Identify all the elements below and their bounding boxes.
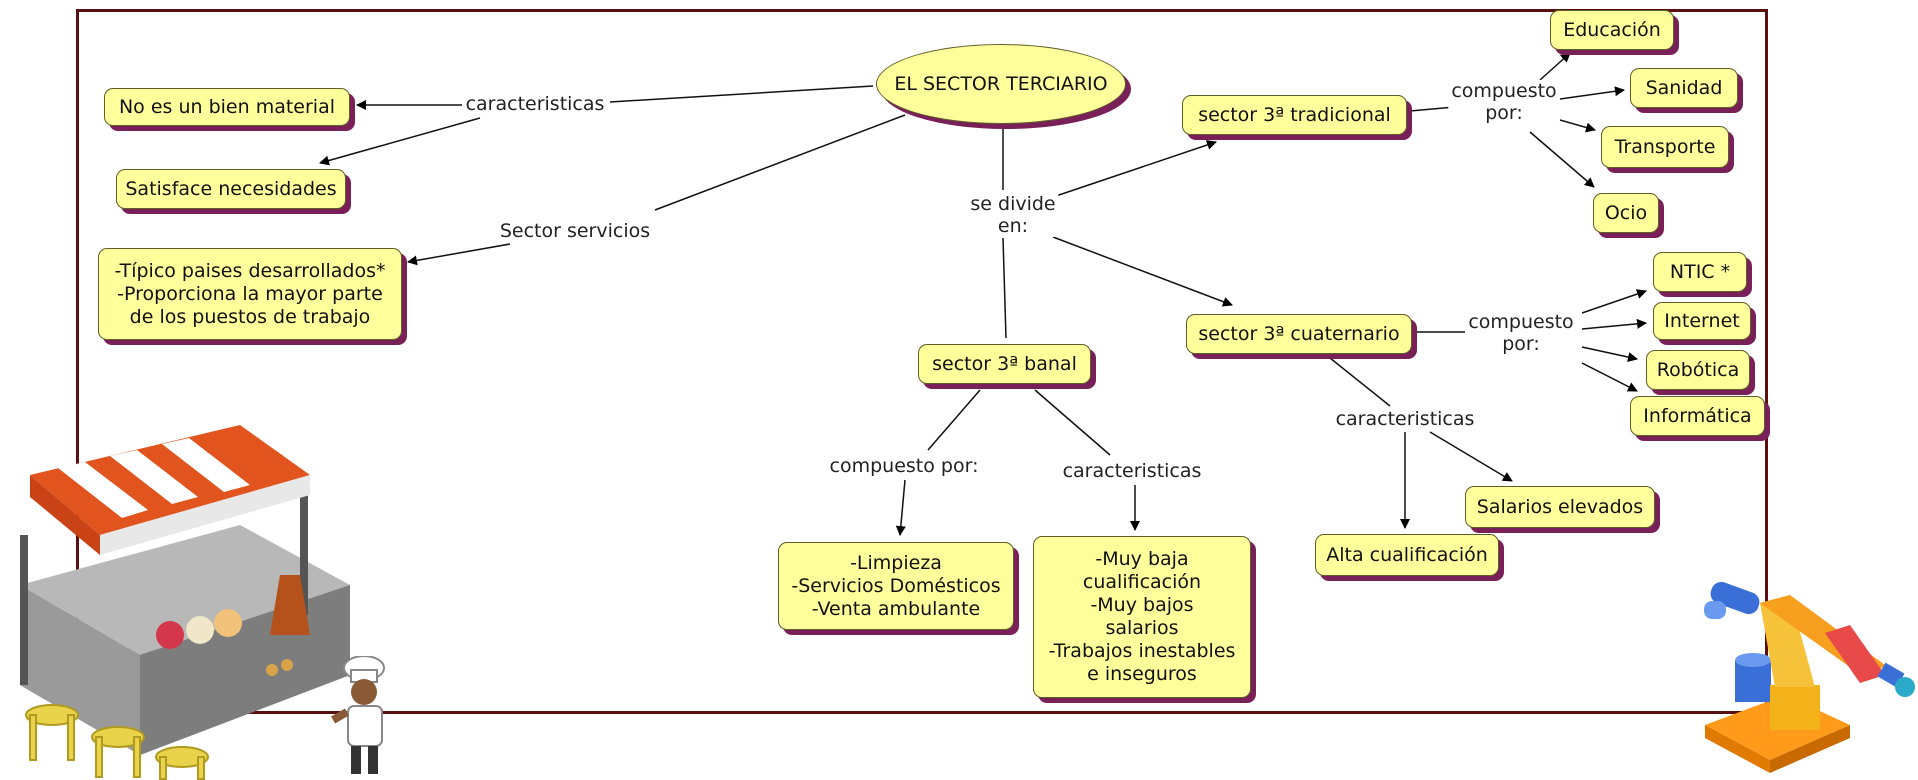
node-ocio: Ocio: [1593, 193, 1659, 233]
edge-divide-cuaternario: [1052, 236, 1233, 307]
link-compuesto-tradicional: compuesto por:: [1448, 80, 1560, 124]
edge-trad-educacion: [1539, 52, 1571, 81]
node-informatica: Informática: [1630, 396, 1765, 436]
node-satisface: Satisface necesidades: [116, 169, 346, 209]
link-se-divide: se divide en:: [967, 193, 1059, 237]
edge-divide-tradicional: [1052, 140, 1217, 198]
root-node: EL SECTOR TERCIARIO: [876, 44, 1126, 124]
link-sector-servicios: Sector servicios: [496, 220, 654, 242]
link-caracteristicas-banal: caracteristicas: [1059, 460, 1205, 482]
node-tipico: -Típico paises desarrollados* -Proporcio…: [98, 248, 402, 340]
node-cuaternario: sector 3ª cuaternario: [1186, 314, 1412, 354]
node-tradicional: sector 3ª tradicional: [1182, 95, 1407, 135]
edge-cuat-informatica: [1581, 362, 1638, 392]
edge-compuesto-limpieza: [895, 479, 906, 536]
edge-cuat-caracteristicas: [1329, 357, 1391, 407]
node-robotica: Robótica: [1646, 350, 1750, 390]
node-alta-cualificacion: Alta cualificación: [1315, 534, 1499, 576]
edge-root-caracteristicas: [609, 85, 874, 103]
node-banal: sector 3ª banal: [918, 344, 1091, 384]
link-caracteristicas: caracteristicas: [462, 93, 608, 115]
edge-root-servicios: [654, 114, 906, 211]
link-compuesto-cuaternario: compuesto por:: [1465, 311, 1577, 355]
edge-trad-compuesto: [1409, 106, 1456, 112]
edge-trad-transporte: [1559, 119, 1596, 133]
node-limpieza: -Limpieza -Servicios Domésticos -Venta a…: [778, 542, 1014, 630]
link-caracteristicas-cuaternario: caracteristicas: [1332, 408, 1478, 430]
node-transporte: Transporte: [1601, 126, 1729, 168]
food-stall-illustration: [20, 425, 350, 780]
edge-trad-sanidad: [1559, 86, 1625, 100]
edge-cuat-internet: [1581, 318, 1647, 330]
edge-cuat-ntic: [1581, 289, 1647, 314]
robot-arm-illustration: [1704, 581, 1915, 773]
edge-divide-banal: [1002, 237, 1007, 339]
edge-caract-salarios: [1429, 431, 1513, 482]
root-label: EL SECTOR TERCIARIO: [894, 72, 1108, 95]
node-internet: Internet: [1653, 302, 1751, 340]
edge-trad-ocio: [1529, 131, 1595, 188]
edge-banal-caracteristicas: [1034, 389, 1111, 456]
edge-banal-compuesto: [927, 389, 981, 451]
node-educacion: Educación: [1550, 10, 1674, 50]
node-ntic: NTIC *: [1653, 252, 1747, 292]
edge-servicios-tipico: [407, 243, 511, 266]
chef-illustration: [331, 656, 385, 774]
edge-cuat-robotica: [1581, 346, 1638, 362]
edge-caract-satisface: [319, 117, 481, 166]
node-no-material: No es un bien material: [104, 88, 350, 126]
diagram-frame: [76, 9, 1768, 714]
node-muy-baja: -Muy baja cualificación -Muy bajos salar…: [1033, 536, 1251, 698]
node-sanidad: Sanidad: [1630, 68, 1738, 108]
node-salarios-elevados: Salarios elevados: [1465, 486, 1655, 528]
link-compuesto-banal: compuesto por:: [826, 455, 982, 477]
